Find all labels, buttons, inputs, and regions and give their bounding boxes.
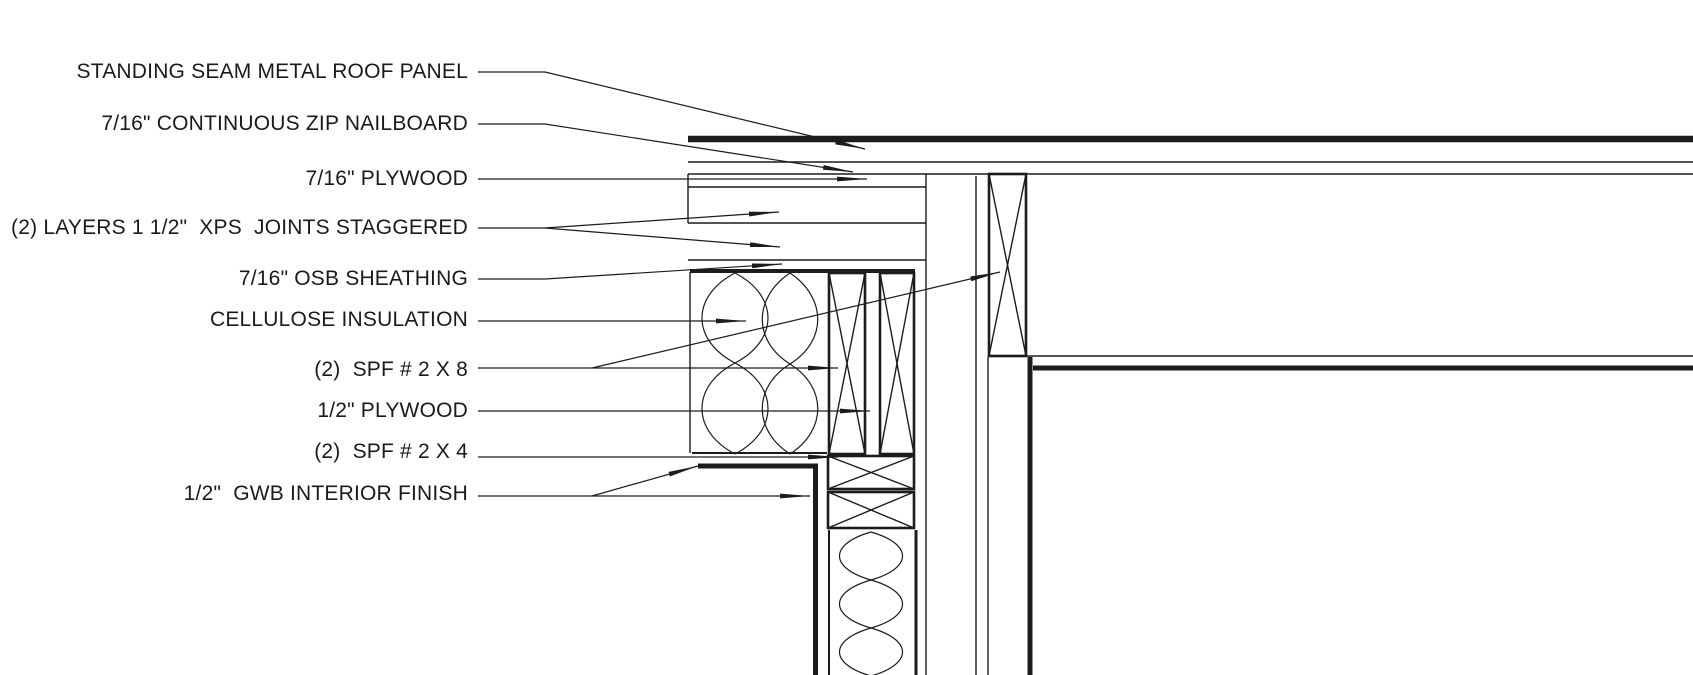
label-osb-sheathing: 7/16" OSB SHEATHING	[238, 267, 468, 290]
leader-lines	[478, 71, 1001, 499]
label-continuous-zip-nailboard: 7/16" CONTINUOUS ZIP NAILBOARD	[101, 112, 468, 135]
wall-assembly-lines	[689, 172, 1693, 675]
roof-assembly-lines	[687, 135, 1693, 273]
label-cellulose-insulation: CELLULOSE INSULATION	[209, 308, 468, 331]
label-gwb-interior-finish: 1/2" GWB INTERIOR FINISH	[183, 482, 468, 505]
label-spf-2x4: (2) SPF # 2 X 4	[314, 440, 468, 463]
label-standing-seam-metal-roof-panel: STANDING SEAM METAL ROOF PANEL	[76, 60, 468, 83]
label-plywood-7-16: 7/16" PLYWOOD	[305, 167, 468, 190]
label-plywood-1-2: 1/2" PLYWOOD	[317, 399, 468, 422]
label-xps-layers: (2) LAYERS 1 1/2" XPS JOINTS STAGGERED	[11, 216, 468, 239]
insulation-hatch	[701, 272, 903, 675]
label-spf-2x8: (2) SPF # 2 X 8	[314, 358, 468, 381]
